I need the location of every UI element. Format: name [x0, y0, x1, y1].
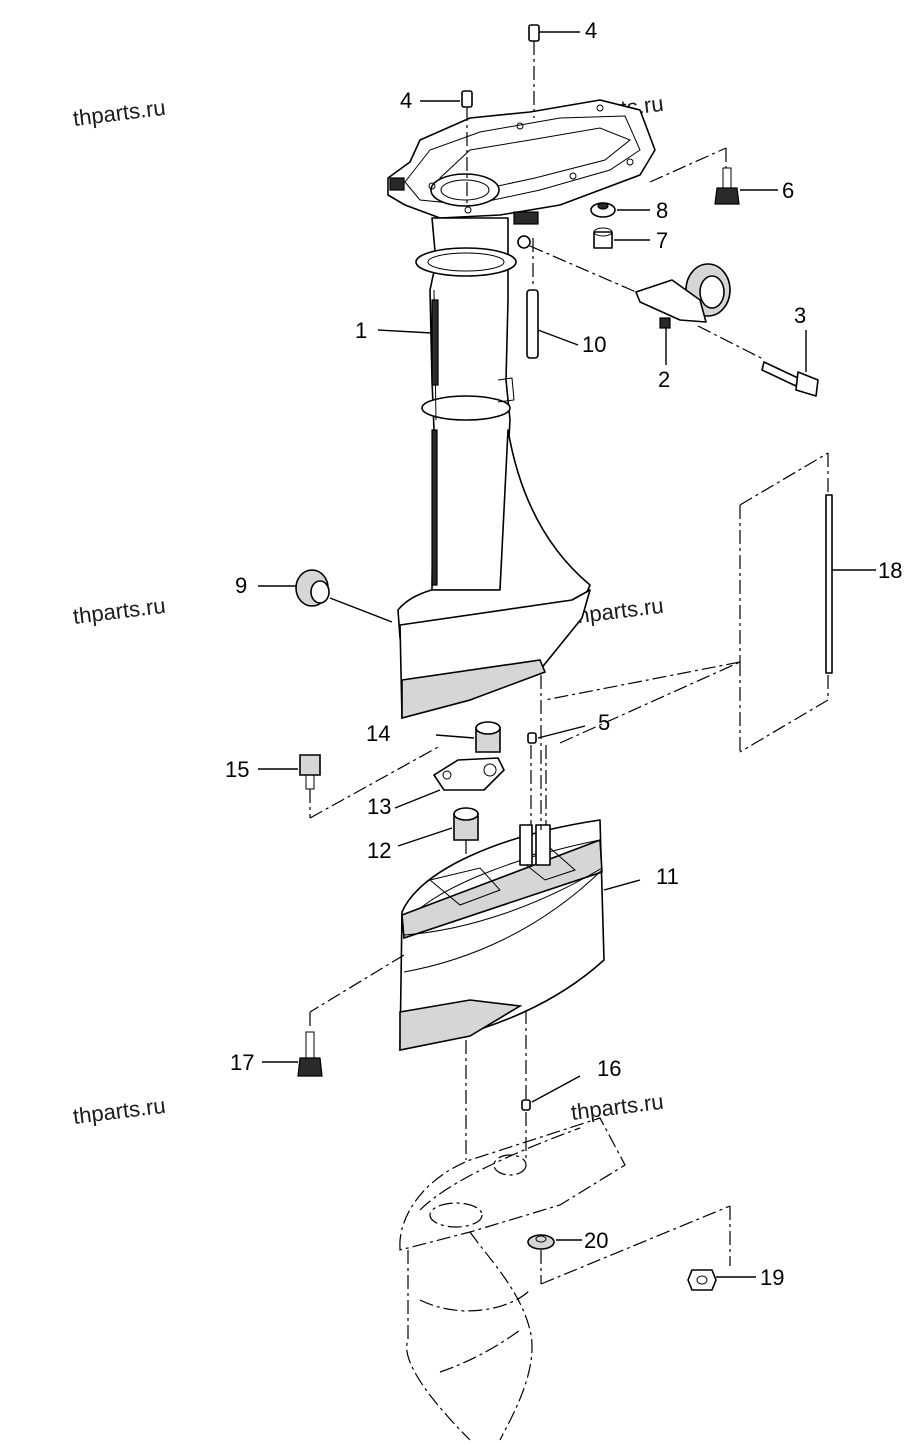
callout-1: 1 [355, 318, 367, 343]
callout-14: 14 [366, 721, 390, 746]
callout-2: 2 [658, 367, 670, 392]
part-16-pin [521, 1075, 581, 1111]
watermark-top-left: thparts.ru [72, 95, 167, 131]
callout-20: 20 [584, 1228, 608, 1253]
part-8-washer [590, 202, 650, 218]
callout-6: 6 [782, 178, 794, 203]
part-14-bushing [435, 721, 501, 753]
callout-19: 19 [760, 1265, 784, 1290]
part-6-bolt [649, 147, 778, 205]
part-1-upper-casing [387, 99, 656, 720]
part-19-nut [687, 1269, 756, 1291]
alignment-line-diagonal [559, 661, 741, 744]
watermark-bottom-right: thparts.ru [570, 1089, 665, 1125]
part-3-bolt [697, 325, 819, 397]
part-20-washer [527, 1205, 731, 1285]
callout-11: 11 [656, 864, 679, 889]
callout-12: 12 [367, 838, 391, 863]
lower-unit-reference-outline [399, 1112, 626, 1441]
part-4-dowel-pin-top [528, 24, 580, 118]
callout-15: 15 [225, 757, 249, 782]
callout-9: 9 [235, 573, 247, 598]
part-17-bolt [262, 954, 405, 1077]
callout-3: 3 [794, 303, 806, 328]
part-18-long-stud [544, 452, 876, 753]
callout-13: 13 [367, 794, 391, 819]
part-12-spacer [397, 807, 479, 880]
callout-16: 16 [597, 1056, 621, 1081]
callout-4-top: 4 [585, 18, 597, 43]
part-7-nut [593, 227, 650, 249]
part-11-lower-casing [399, 819, 641, 1051]
callout-10: 10 [582, 332, 606, 357]
part-15-bolt [258, 745, 441, 819]
part-4-dowel-pin-left [420, 90, 473, 205]
callout-8: 8 [656, 198, 668, 223]
callout-17: 17 [230, 1050, 254, 1075]
part-9-grommet [258, 569, 393, 623]
part-2-clamp-lever [517, 235, 731, 365]
callout-5: 5 [598, 710, 610, 735]
part-13-plate [394, 757, 505, 809]
part-10-rod [526, 238, 579, 359]
callout-4-left: 4 [400, 88, 412, 113]
watermark-bottom-left: thparts.ru [72, 1093, 167, 1129]
callout-7: 7 [656, 228, 668, 253]
callout-18: 18 [878, 558, 902, 583]
leader-line-part-1 [377, 329, 433, 334]
watermark-mid-left: thparts.ru [72, 593, 167, 629]
part-5-pin [527, 725, 586, 744]
